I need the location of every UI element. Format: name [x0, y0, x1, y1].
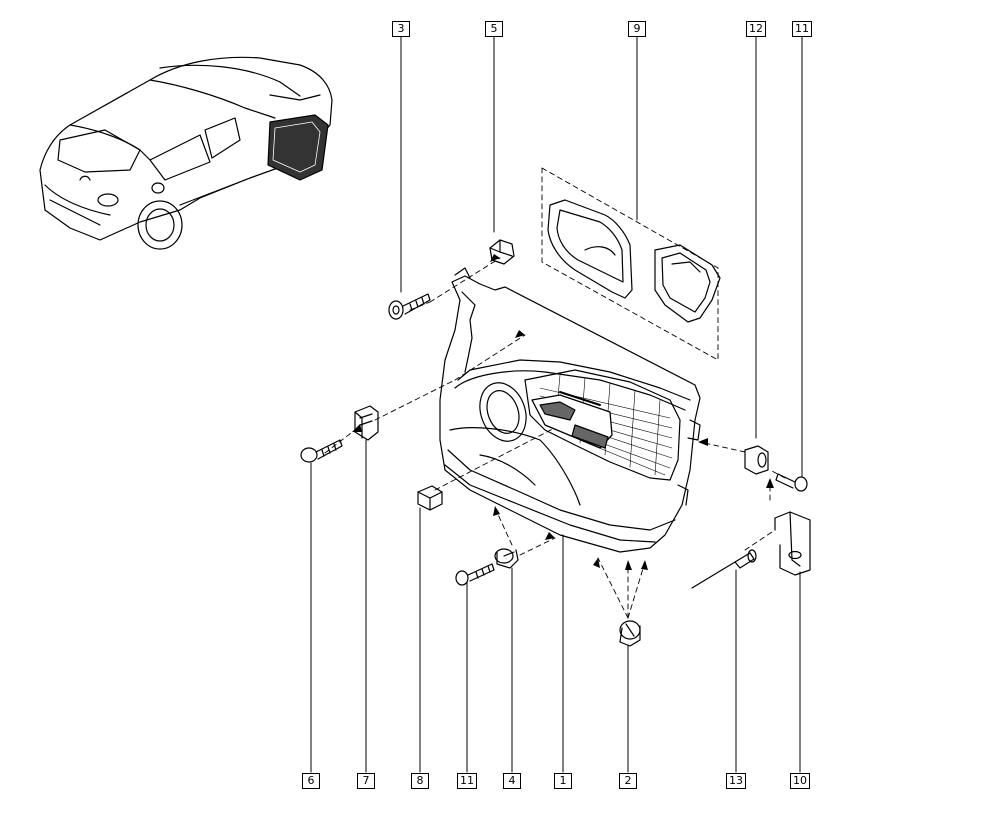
callout-2: 2: [619, 773, 637, 789]
callout-11-bottom: 11: [457, 773, 477, 789]
callout-4: 4: [503, 773, 521, 789]
callout-11-top: 11: [792, 21, 812, 37]
callout-9: 9: [628, 21, 646, 37]
callout-10: 10: [790, 773, 810, 789]
car-overview-illustration: [39, 56, 333, 250]
clip-4: [494, 548, 519, 569]
callout-6: 6: [302, 773, 320, 789]
door-trim-panel: [439, 267, 701, 553]
callout-3: 3: [392, 21, 410, 37]
screw-6: [300, 439, 343, 463]
screw-11-lower: [455, 563, 495, 586]
clip-8: [417, 485, 443, 511]
clip-12: [744, 445, 769, 475]
leader-lines: [310, 36, 803, 773]
callout-8: 8: [411, 773, 429, 789]
retainer-7: [354, 405, 379, 441]
callout-1: 1: [554, 773, 572, 789]
clip-5: [489, 239, 515, 265]
insulation-pads: [541, 167, 721, 361]
screw-3: [388, 293, 431, 320]
clip-2: [619, 620, 641, 647]
bracket-10: [774, 511, 811, 576]
callout-12: 12: [746, 21, 766, 37]
screw-11-upper: [775, 473, 808, 492]
callout-7: 7: [357, 773, 375, 789]
rivet-13: [691, 549, 757, 589]
assembly-dashed-lines: [324, 257, 786, 619]
callout-13: 13: [726, 773, 746, 789]
callout-5: 5: [485, 21, 503, 37]
